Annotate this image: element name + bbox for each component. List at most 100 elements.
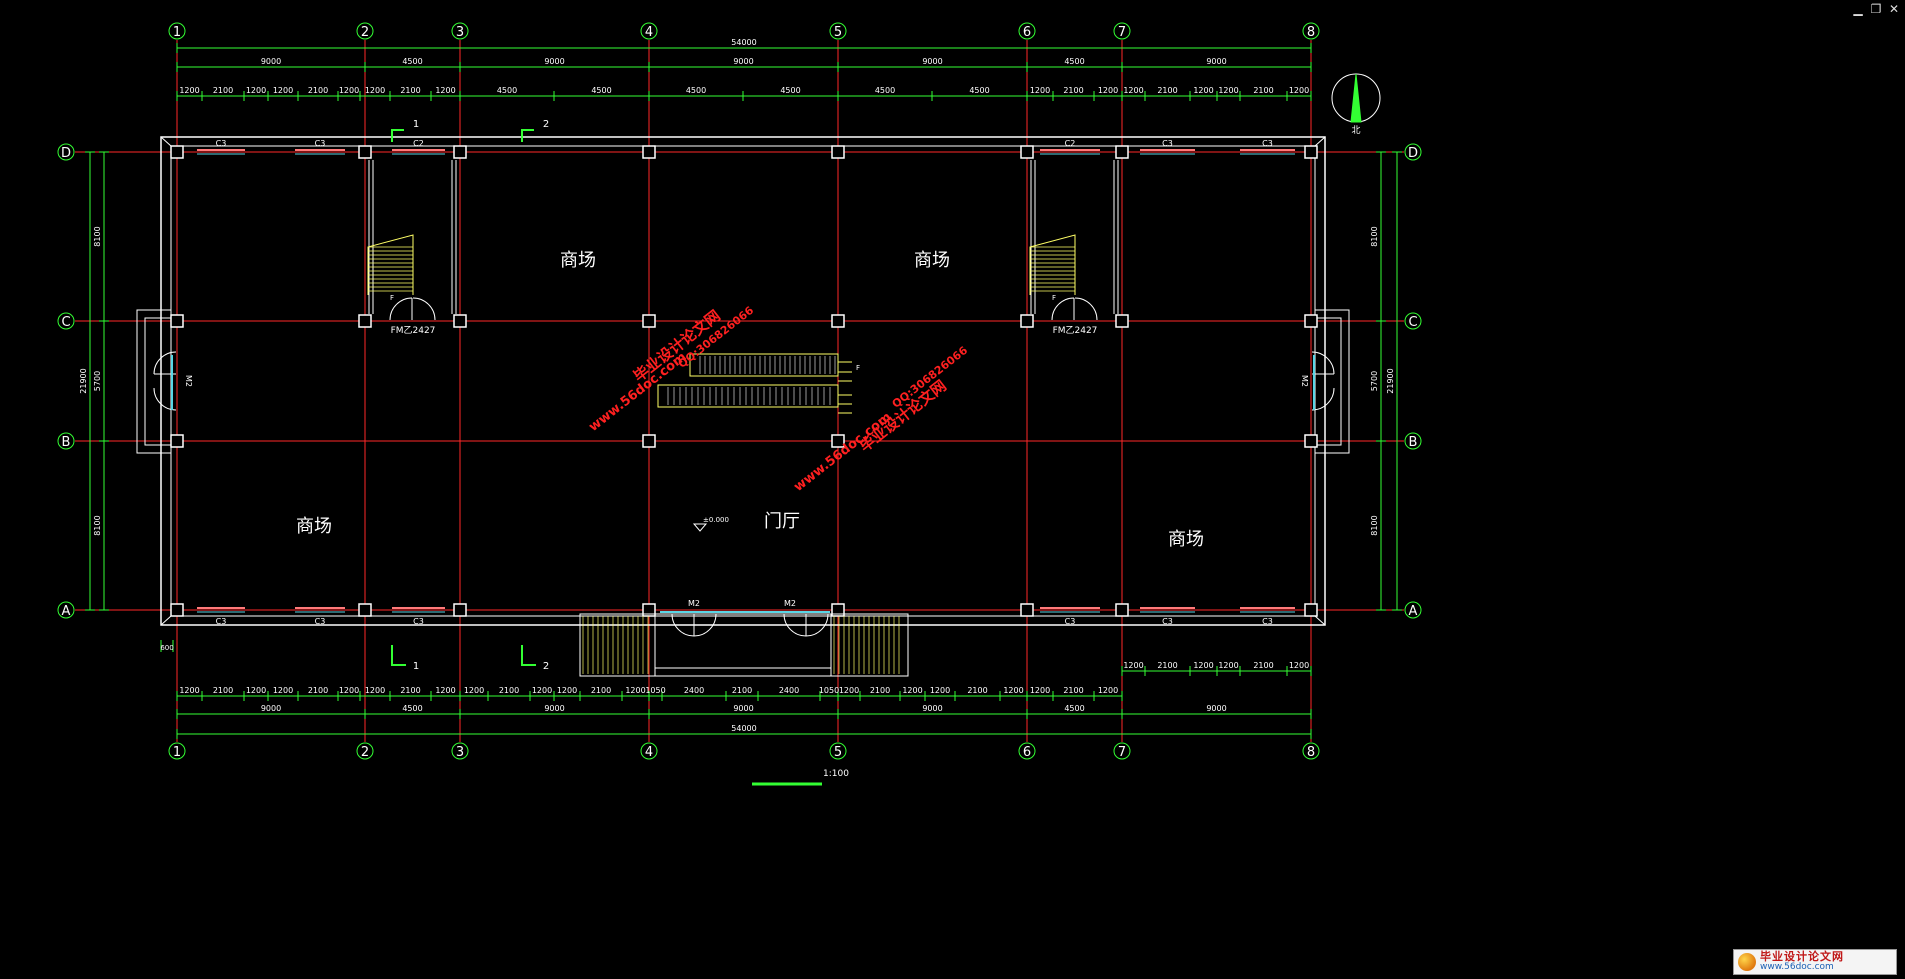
site-logo[interactable]: 毕业设计论文网 www.56doc.com xyxy=(1733,949,1897,975)
column xyxy=(358,314,372,328)
stair-mark: F xyxy=(390,294,394,302)
axis-label: 1 xyxy=(173,25,181,40)
room-label-mall: 商场 xyxy=(914,250,950,271)
elevation-marker xyxy=(692,523,708,532)
section-mark-top xyxy=(521,129,534,142)
room-label-mall: 商场 xyxy=(1168,529,1204,550)
column xyxy=(831,434,845,448)
window-label: C3 xyxy=(1065,617,1076,626)
elevation-label: ±0.000 xyxy=(703,516,729,524)
dim-top-bays-text: 4500 xyxy=(402,57,422,66)
dim-top-detail-text: 4500 xyxy=(780,86,800,95)
dim-bottom-bays-text: 9000 xyxy=(544,704,564,713)
right-porch-inner xyxy=(1314,317,1342,446)
axis-bubble xyxy=(451,742,469,760)
dim-bottom-detail-text: 1200 xyxy=(557,686,577,695)
column xyxy=(1115,603,1129,617)
axis-bubble xyxy=(356,22,374,40)
main-door-label: M2 xyxy=(688,599,700,608)
north-label: 北 xyxy=(1351,125,1360,136)
axis-bubble xyxy=(1113,22,1131,40)
dim-top-detail-text: 2100 xyxy=(1063,86,1083,95)
column xyxy=(170,434,184,448)
axis-bubble xyxy=(1018,22,1036,40)
dim-top-detail-text: 4500 xyxy=(686,86,706,95)
dim-bottom-right-text: 1200 xyxy=(1123,661,1143,670)
dim-top-detail-text: 1200 xyxy=(1123,86,1143,95)
axis-label: 6 xyxy=(1023,745,1031,760)
dim-top-bays-text: 9000 xyxy=(544,57,564,66)
window-label: C3 xyxy=(1262,139,1273,148)
dim-top-detail-text: 2100 xyxy=(213,86,233,95)
dim-bottom-detail-text: 1200 xyxy=(532,686,552,695)
dim-bottom-detail-text: 2400 xyxy=(779,686,799,695)
side-door-right-swing xyxy=(1311,351,1335,411)
dim-bottom-detail-text: 1200 xyxy=(464,686,484,695)
dim-bottom-detail-text: 1200 xyxy=(365,686,385,695)
dim-bottom-bays-text: 9000 xyxy=(922,704,942,713)
close-icon[interactable]: ✕ xyxy=(1888,2,1900,16)
dim-top-detail-text: 4500 xyxy=(591,86,611,95)
axis-bubble xyxy=(356,742,374,760)
room-label-mall: 商场 xyxy=(296,516,332,537)
axis-bubble xyxy=(1302,742,1320,760)
dim-bottom-detail-text: 2100 xyxy=(213,686,233,695)
dim-left-total-text: 21900 xyxy=(79,368,88,393)
axis-label: 7 xyxy=(1118,745,1126,760)
dim-top-detail-text: 1200 xyxy=(1030,86,1050,95)
axis-label: 4 xyxy=(645,745,653,760)
entry-steps-right xyxy=(830,613,909,677)
axis-label: 8 xyxy=(1307,745,1315,760)
dim-top-detail-text: 1200 xyxy=(435,86,455,95)
dim-top-total-text: 54000 xyxy=(731,38,756,47)
axis-label: 3 xyxy=(456,25,464,40)
axis-label: 3 xyxy=(456,745,464,760)
wall-corner xyxy=(1314,136,1326,147)
axis-label: 1 xyxy=(173,745,181,760)
axis-label: 2 xyxy=(361,745,369,760)
dim-right-bays-text: 5700 xyxy=(1370,371,1379,391)
dim-right-total-text: 21900 xyxy=(1386,368,1395,393)
dim-bottom-detail-text: 1200 xyxy=(273,686,293,695)
section-mark-top xyxy=(391,129,404,142)
dim-left-bays-text: 8100 xyxy=(93,515,102,535)
minimize-icon[interactable]: ▁ xyxy=(1853,2,1863,16)
column xyxy=(1020,603,1034,617)
axis-label: C xyxy=(61,315,70,330)
column xyxy=(453,145,467,159)
dim-bottom-bays-text: 4500 xyxy=(402,704,422,713)
entry-steps-left xyxy=(579,613,656,677)
logo-orb-icon xyxy=(1738,953,1756,971)
section-mark-label: 2 xyxy=(543,661,549,672)
axis-label: C xyxy=(1408,315,1417,330)
axis-bubble xyxy=(1404,143,1422,161)
section-mark-label: 1 xyxy=(413,661,419,672)
dim-bottom-detail-text: 1200 xyxy=(930,686,950,695)
axis-label: A xyxy=(1409,604,1418,619)
dim-bottom-detail-text: 2100 xyxy=(308,686,328,695)
axis-bubble xyxy=(1404,432,1422,450)
dim-bottom-detail-text: 1200 xyxy=(435,686,455,695)
escalator-lower xyxy=(657,384,839,408)
dim-top-detail-text: 1200 xyxy=(1193,86,1213,95)
axis-label: 8 xyxy=(1307,25,1315,40)
dim-bottom-detail-text: 2100 xyxy=(870,686,890,695)
axis-label: A xyxy=(62,604,71,619)
side-door-label: M2 xyxy=(1300,375,1309,387)
axis-bubble xyxy=(57,143,75,161)
restore-icon[interactable]: ❐ xyxy=(1870,2,1882,16)
stair-mark: F xyxy=(1052,294,1056,302)
axis-bubble xyxy=(451,22,469,40)
axis-bubble xyxy=(57,601,75,619)
left-porch-inner xyxy=(144,317,172,446)
left-porch xyxy=(136,309,172,454)
watermark-site: www.56doc.com xyxy=(791,410,894,495)
dim-top-detail-text: 4500 xyxy=(497,86,517,95)
dim-top-detail-text: 1200 xyxy=(1098,86,1118,95)
column xyxy=(358,145,372,159)
axis-bubble xyxy=(168,22,186,40)
column xyxy=(1115,314,1129,328)
entry-landing xyxy=(654,613,832,669)
dim-bottom-right-text: 1200 xyxy=(1193,661,1213,670)
